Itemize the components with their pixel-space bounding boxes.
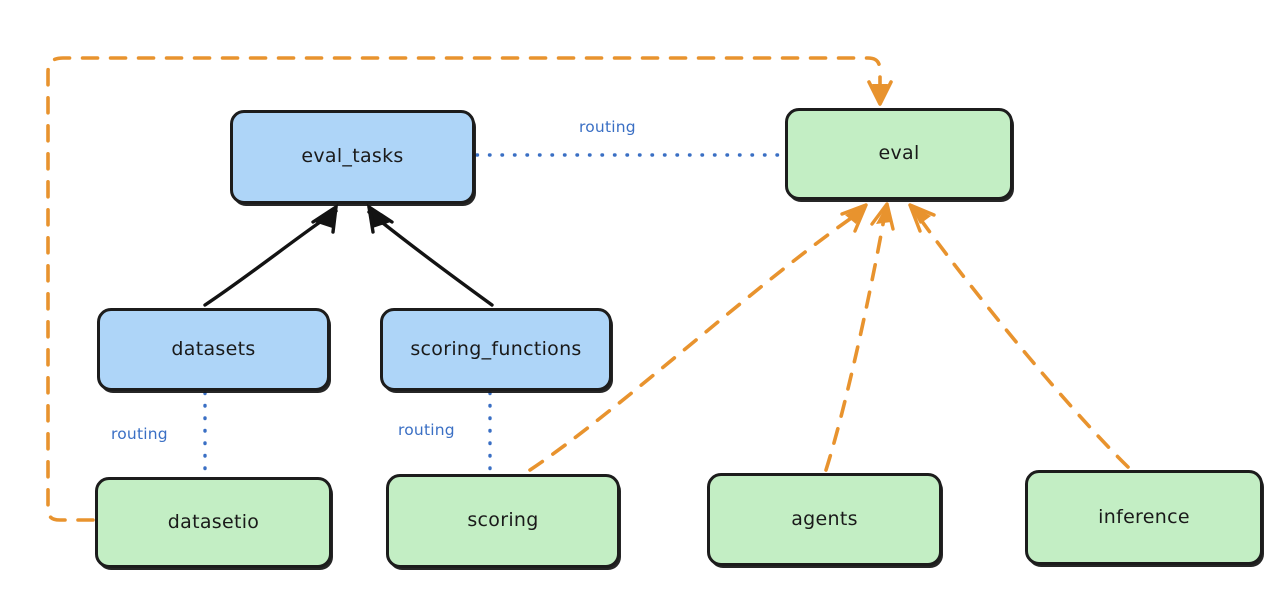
node-scoring-functions-label: scoring_functions [410,337,582,360]
node-datasets[interactable]: datasets [97,308,330,391]
node-datasetio[interactable]: datasetio [95,477,332,568]
edge-scoring-functions-to-eval-tasks [366,203,494,307]
node-scoring-label: scoring [467,509,539,532]
node-datasetio-label: datasetio [167,510,260,533]
node-eval-label: eval [878,142,920,165]
node-agents[interactable]: agents [707,473,942,566]
node-scoring[interactable]: scoring [386,474,620,568]
edge-agents-to-eval [824,202,895,472]
node-scoring-functions[interactable]: scoring_functions [380,308,612,391]
node-datasets-label: datasets [171,337,256,360]
edge-label-routing-datasets-to-datasetio: routing [111,425,168,443]
edge-label-routing-eval-tasks-to-eval: routing [579,118,636,136]
edge-label-routing-scoring-functions-to-scoring: routing [398,421,455,439]
node-eval-tasks[interactable]: eval_tasks [230,110,475,204]
node-eval-tasks-label: eval_tasks [301,145,404,168]
node-inference[interactable]: inference [1025,470,1263,565]
edge-datasets-to-eval-tasks [203,203,339,307]
edge-inference-to-eval [908,203,1130,469]
node-inference-label: inference [1098,505,1190,528]
node-agents-label: agents [791,507,858,530]
node-eval[interactable]: eval [785,108,1013,200]
